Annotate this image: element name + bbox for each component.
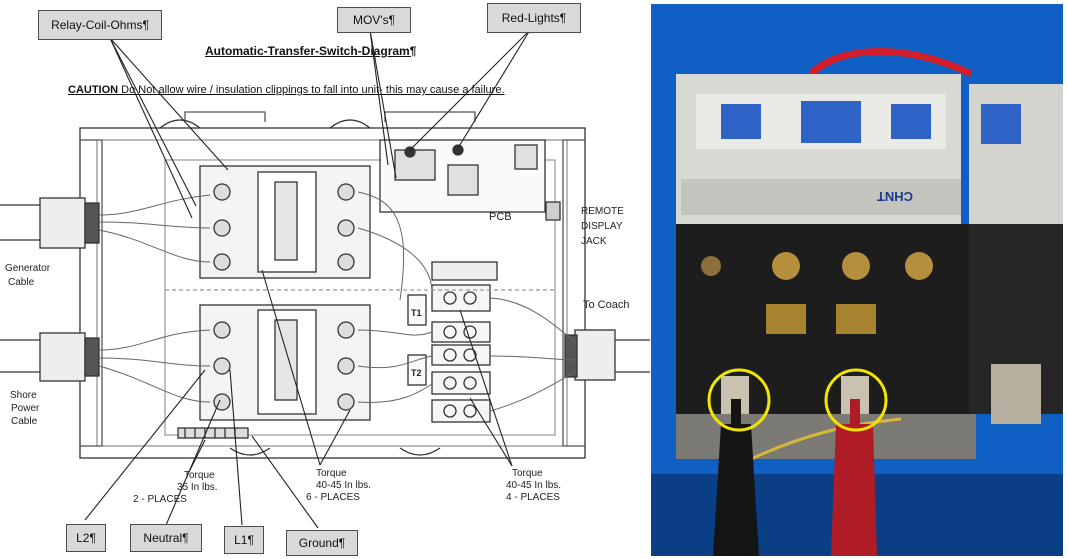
caution-label: CAUTION xyxy=(68,84,119,96)
chnt-brand-text: CHNT xyxy=(877,189,913,204)
l1-callout: L1¶ xyxy=(224,526,264,554)
contactor-photo-illustration: CHNT xyxy=(651,4,1063,556)
black-probe xyxy=(713,424,759,556)
pcb-board xyxy=(379,139,546,213)
t1-label: T1 xyxy=(411,308,422,318)
shore-power-cable xyxy=(0,332,100,382)
ground-bar xyxy=(177,427,249,439)
torque-b-line-3: 6 - PLACES xyxy=(306,492,360,503)
generator-label-1: Generator xyxy=(5,263,51,274)
torque-c-line-2: 40-45 In lbs. xyxy=(506,480,561,491)
shore-label-1: Shore xyxy=(10,390,37,401)
shore-label-2: Power xyxy=(11,403,40,414)
shore-relay xyxy=(199,304,371,421)
caution-note: CAUTION Do Not allow wire / insulation c… xyxy=(68,84,505,96)
relay-coil-ohms-callout: Relay-Coil-Ohms¶ xyxy=(38,10,162,40)
torque-a-line-2: 35 In lbs. xyxy=(177,482,218,493)
torque-a-line-1: Torque xyxy=(184,470,215,481)
shore-label-3: Cable xyxy=(11,416,38,427)
generator-relay xyxy=(199,165,371,279)
torque-c-line-1: Torque xyxy=(512,468,543,479)
generator-cable xyxy=(0,197,100,249)
t2-label: T2 xyxy=(411,368,422,378)
remote-label-1: REMOTE xyxy=(581,206,624,217)
contactor-photo: CHNT xyxy=(651,4,1063,556)
remote-label-2: DISPLAY xyxy=(581,221,623,232)
red-probe xyxy=(831,424,877,556)
neutral-callout: Neutral¶ xyxy=(130,524,202,552)
torque-b-line-2: 40-45 In lbs. xyxy=(316,480,371,491)
highlight-circle-right xyxy=(824,368,888,432)
ground-callout: Ground¶ xyxy=(286,530,358,556)
torque-a-line-3: 2 - PLACES xyxy=(133,494,187,505)
coach-label: To Coach xyxy=(583,299,629,311)
red-lights-callout: Red-Lights¶ xyxy=(487,3,581,33)
terminal-block-bottom xyxy=(431,371,491,423)
diagram-title: Automatic-Transfer-Switch-Diagram¶ xyxy=(205,44,417,58)
torque-c-line-3: 4 - PLACES xyxy=(506,492,560,503)
torque-b-line-1: Torque xyxy=(316,468,347,479)
movs-callout: MOV's¶ xyxy=(337,7,411,33)
l2-callout: L2¶ xyxy=(66,524,106,552)
caution-text: Do Not allow wire / insulation clippings… xyxy=(118,84,505,96)
coach-cable xyxy=(564,329,650,381)
transfer-switch-drawing: PCB REMOTE DISPLAY JACK Generator Cable … xyxy=(0,29,650,529)
terminal-block-top xyxy=(431,261,498,312)
terminal-block-mid xyxy=(431,321,491,366)
generator-label-2: Cable xyxy=(8,277,35,288)
callout-leader-lines xyxy=(84,29,531,529)
remote-label-3: JACK xyxy=(581,236,607,247)
pcb-label: PCB xyxy=(489,211,512,223)
highlight-circle-left xyxy=(707,368,771,432)
